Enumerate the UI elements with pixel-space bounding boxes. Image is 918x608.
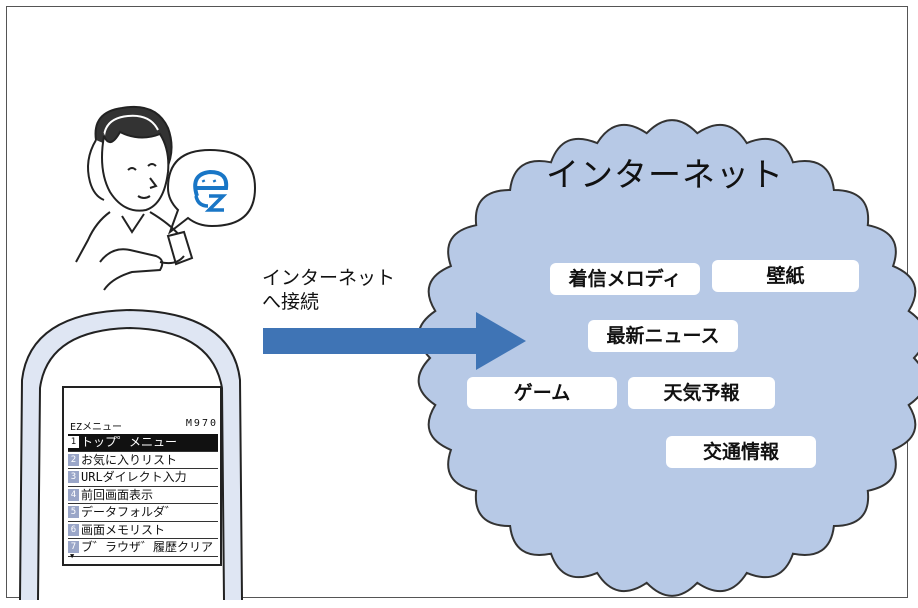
menu-item-label: URLダイレクト入力 xyxy=(81,470,187,485)
speech-bubble xyxy=(166,148,257,235)
service-game: ゲーム xyxy=(467,377,617,409)
screen-title: EZメニュー xyxy=(70,422,123,433)
menu-item-number: 7 xyxy=(68,541,79,554)
screen-header: EZメニュー M970 xyxy=(70,418,218,433)
service-news: 最新ニュース xyxy=(588,320,738,352)
menu-item-number: 4 xyxy=(68,488,79,501)
menu-item-label: 画面メモリスト xyxy=(81,522,166,537)
menu-item-number: 5 xyxy=(68,506,79,519)
scroll-down-icon: ▼ xyxy=(70,552,75,560)
arrow-label-line1: インターネット xyxy=(262,267,396,289)
person-illustration xyxy=(75,106,194,291)
menu-item-label: 前回画面表示 xyxy=(81,487,154,502)
menu-item-number: 2 xyxy=(68,453,79,466)
arrow-label: インターネット へ接続 xyxy=(262,266,395,314)
menu-item-label: ブ゛ラウザ゛履歴クリア xyxy=(81,540,214,555)
connection-arrow xyxy=(263,312,526,370)
internet-cloud xyxy=(417,119,918,597)
service-traffic: 交通情報 xyxy=(666,436,816,468)
arrow-label-line2: へ接続 xyxy=(262,291,320,313)
ez-logo-icon xyxy=(193,169,229,212)
menu-item-label: データフォルダ゛ xyxy=(81,505,178,520)
service-weather: 天気予報 xyxy=(628,377,775,409)
menu-item-number: 6 xyxy=(68,523,79,536)
menu-item-label: トップ゜メニュー xyxy=(81,435,178,450)
model-number: M970 xyxy=(185,418,218,429)
menu-item-number: 1 xyxy=(68,436,79,449)
menu-item-number: 3 xyxy=(68,471,79,484)
menu-item-label: お気に入りリスト xyxy=(81,452,178,467)
service-ringtone: 着信メロディ xyxy=(550,263,700,295)
cloud-title: インターネット xyxy=(546,155,784,194)
service-wallpaper: 壁紙 xyxy=(712,260,859,292)
